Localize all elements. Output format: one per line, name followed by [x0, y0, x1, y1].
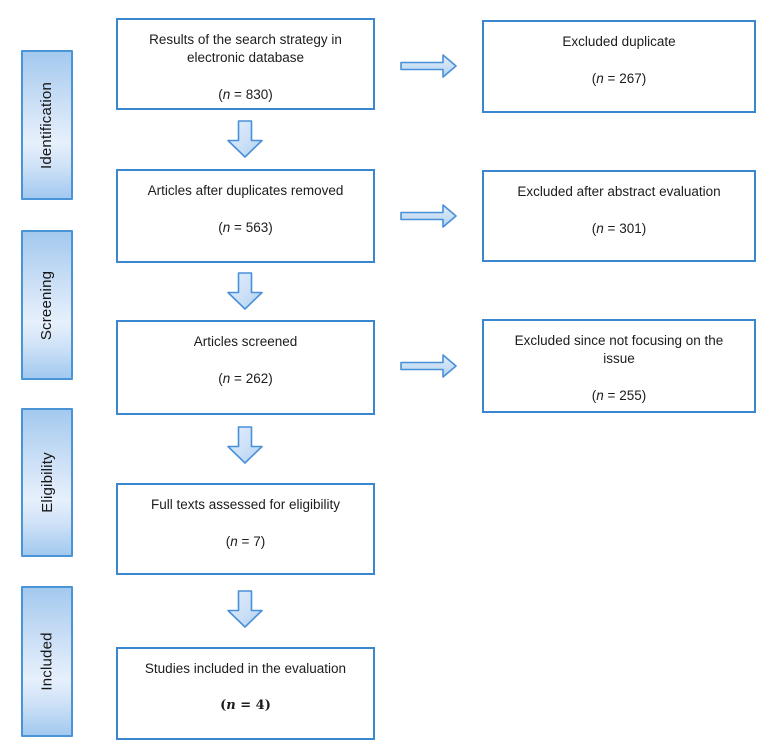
flow-box-count: (n = 4)	[220, 698, 271, 713]
flow-box-studies-included: Studies included in the evaluation (n = …	[116, 647, 375, 740]
down-arrow-icon	[227, 272, 263, 310]
stage-label: Included	[38, 632, 56, 691]
n-value: 7	[253, 534, 261, 549]
excluded-box-count: (n = 301)	[591, 221, 647, 236]
stage-label: Identification	[38, 81, 56, 169]
n-value: 267	[619, 71, 642, 86]
n-value: 255	[619, 388, 642, 403]
n-value: 262	[245, 371, 269, 386]
n-value: 830	[245, 87, 269, 102]
flow-box-count: (n = 830)	[218, 87, 273, 102]
excluded-box-count: (n = 255)	[591, 388, 647, 403]
flow-box-label: Results of the search strategy in electr…	[149, 32, 342, 65]
n-value: 563	[245, 220, 269, 235]
n-symbol: n	[596, 221, 604, 236]
flow-box-count: (n = 563)	[218, 220, 273, 235]
flow-box-count: (n = 262)	[218, 371, 273, 386]
excluded-box-label: Excluded duplicate	[562, 34, 676, 49]
right-arrow-icon	[400, 204, 457, 228]
excluded-box-count: (n = 267)	[591, 71, 647, 86]
flow-box-duplicates-removed: Articles after duplicates removed (n = 5…	[116, 169, 375, 263]
right-arrow-icon	[400, 354, 457, 378]
excluded-box-duplicate: Excluded duplicate (n = 267)	[482, 20, 756, 113]
flow-box-label: Studies included in the evaluation	[144, 661, 347, 676]
down-arrow-icon	[227, 426, 263, 464]
stage-screening: Screening	[21, 230, 73, 380]
flow-box-search-results: Results of the search strategy in electr…	[116, 18, 375, 110]
down-arrow-icon	[227, 590, 263, 628]
n-symbol: n	[222, 87, 231, 102]
n-symbol: n	[596, 388, 604, 403]
stage-included: Included	[21, 586, 73, 737]
stage-eligibility: Eligibility	[21, 408, 73, 557]
down-arrow-icon	[227, 120, 263, 158]
n-symbol: n	[230, 534, 238, 549]
excluded-box-abstract-evaluation: Excluded after abstract evaluation (n = …	[482, 170, 756, 262]
n-value: 301	[619, 221, 642, 236]
n-value: 4	[255, 698, 265, 713]
n-symbol: n	[596, 71, 604, 86]
excluded-box-not-focusing: Excluded since not focusing on the issue…	[482, 319, 756, 413]
n-symbol: n	[226, 698, 236, 713]
n-symbol: n	[222, 220, 231, 235]
right-arrow-icon	[400, 54, 457, 78]
n-symbol: n	[222, 371, 231, 386]
excluded-box-label: Excluded after abstract evaluation	[517, 184, 721, 199]
flow-box-articles-screened: Articles screened (n = 262)	[116, 320, 375, 415]
flow-box-count: (n = 7)	[225, 534, 266, 549]
flow-box-full-texts: Full texts assessed for eligibility (n =…	[116, 483, 375, 575]
stage-identification: Identification	[21, 50, 73, 200]
flow-box-label: Articles screened	[193, 334, 298, 349]
flow-box-label: Articles after duplicates removed	[147, 183, 344, 198]
stage-label: Screening	[38, 270, 56, 340]
excluded-box-label: Excluded since not focusing on the issue	[514, 333, 724, 366]
flow-box-label: Full texts assessed for eligibility	[150, 497, 341, 512]
stage-label: Eligibility	[38, 452, 56, 513]
